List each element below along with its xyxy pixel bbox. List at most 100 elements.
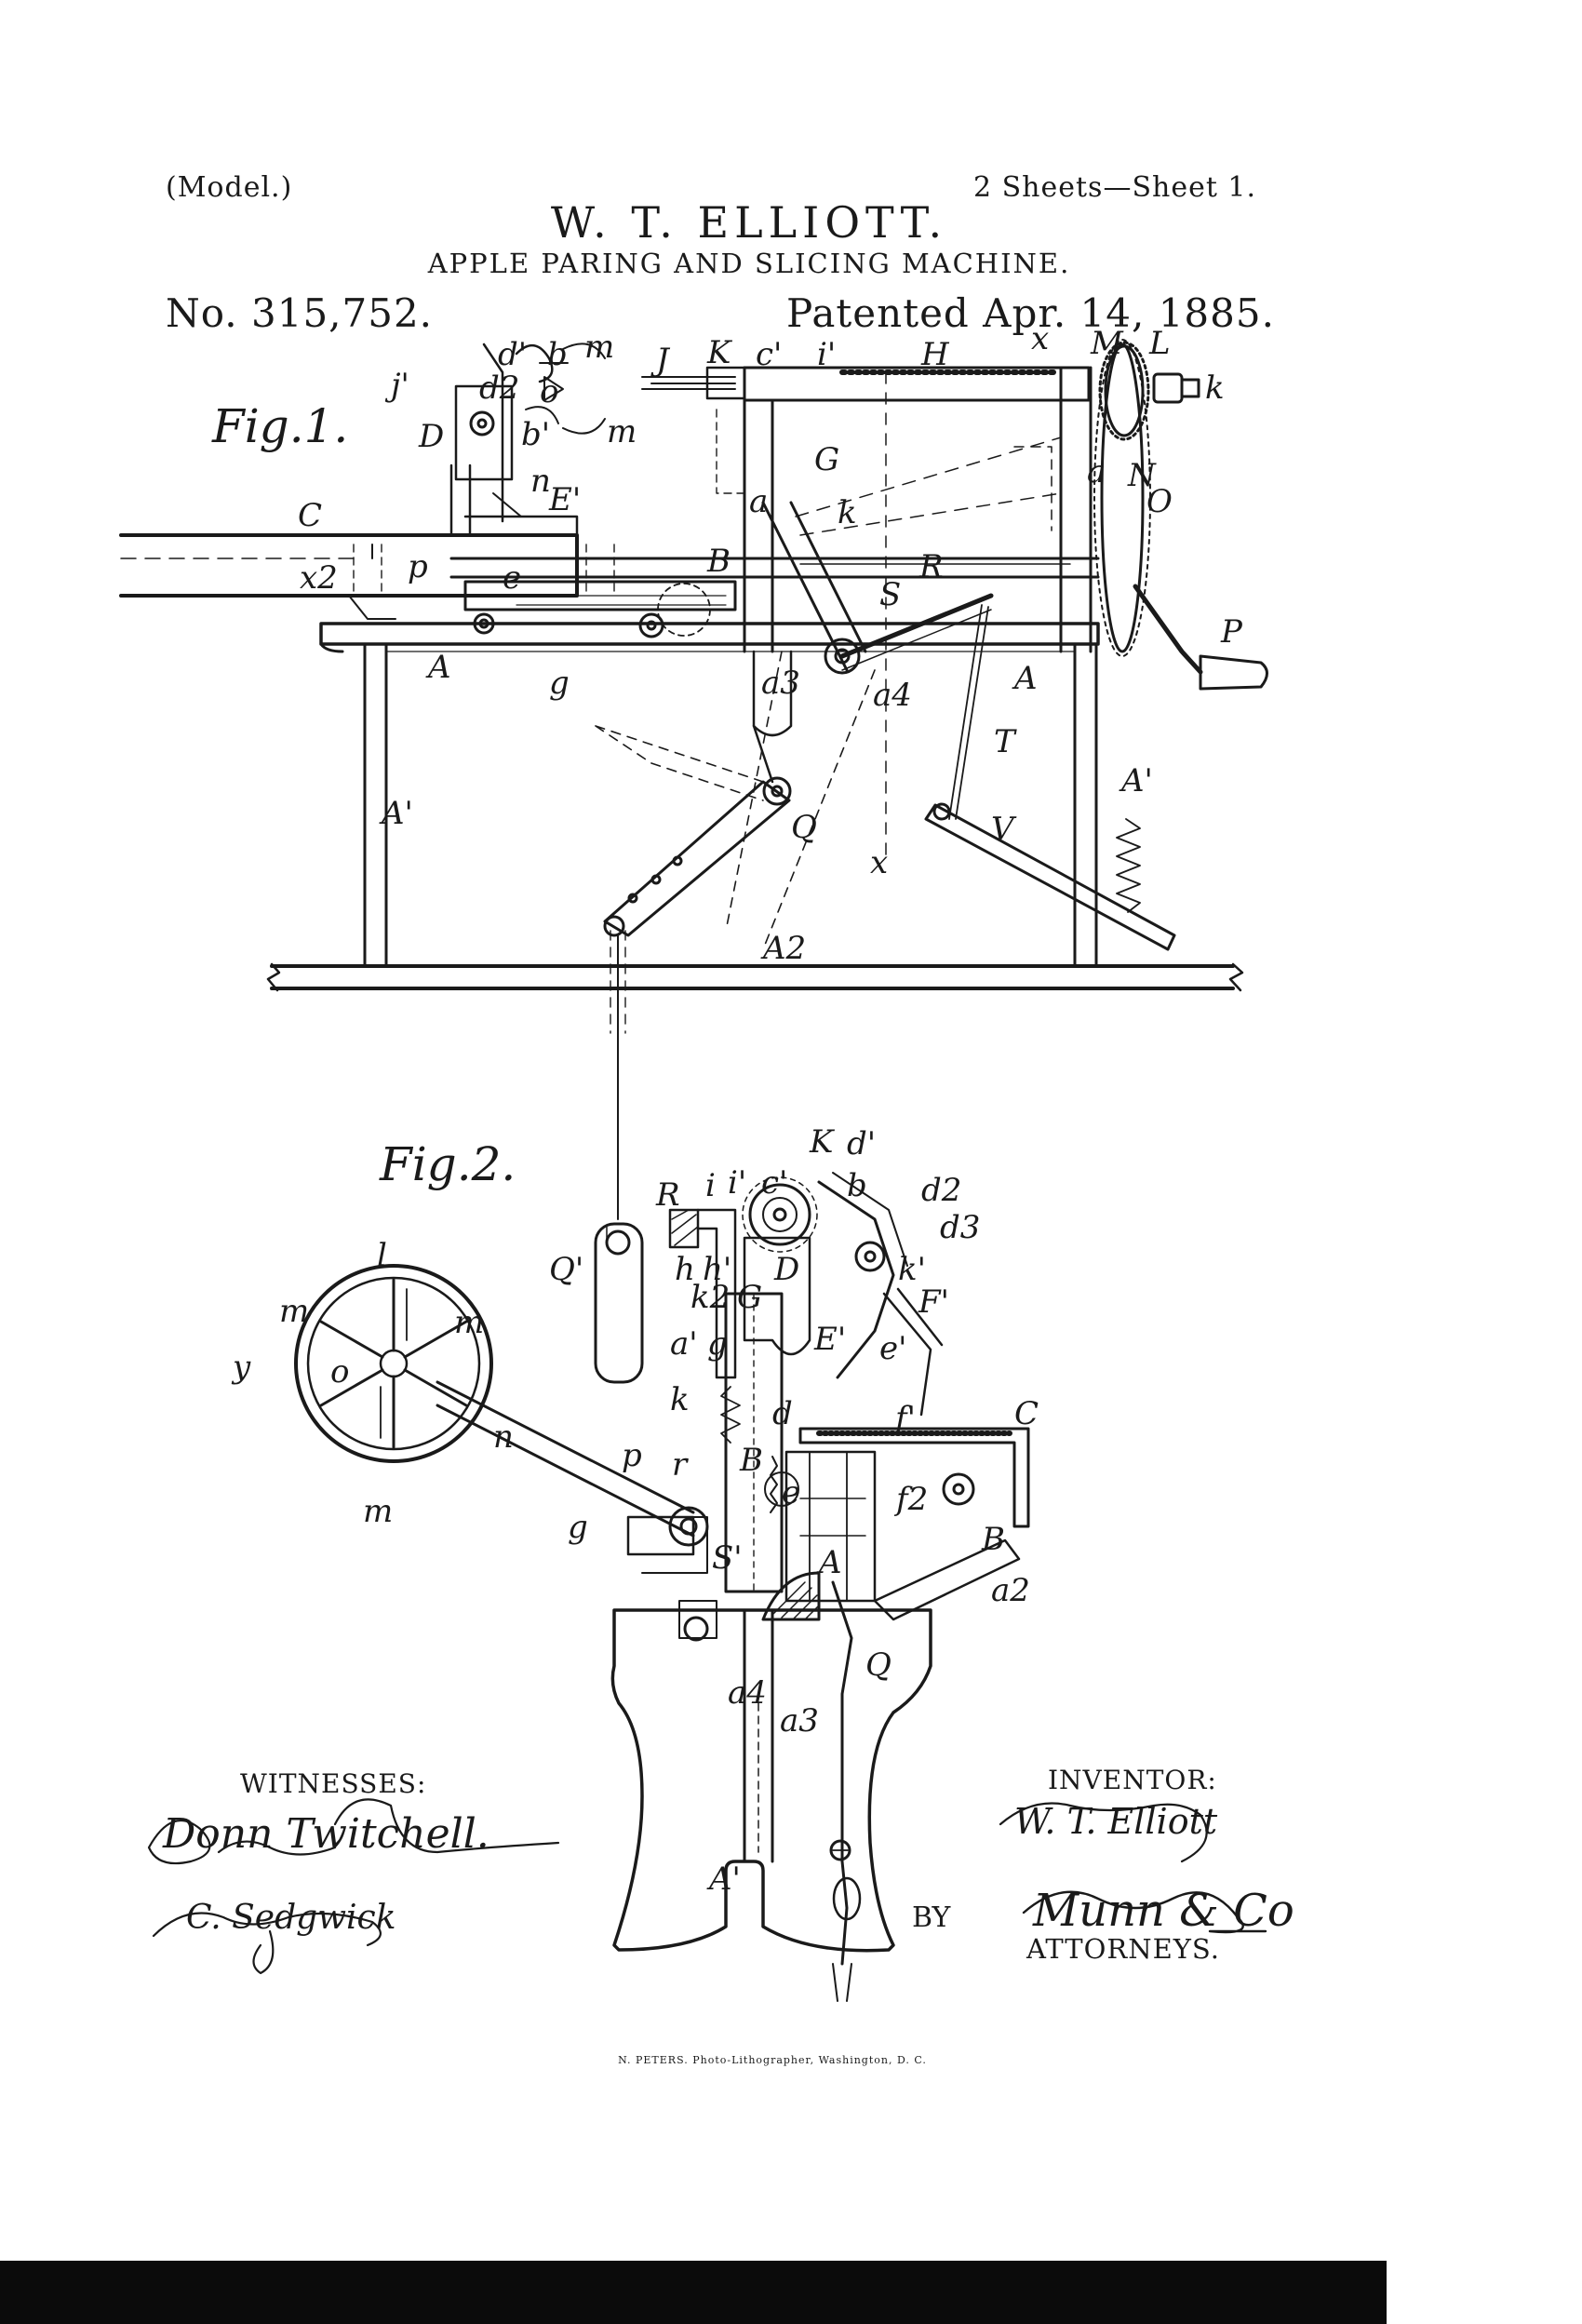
reference-letter: a4 (873, 677, 912, 714)
reference-letter: A2 (760, 930, 806, 967)
reference-letter: B (981, 1521, 1005, 1558)
reference-letter: e (503, 559, 521, 597)
fig1-label: Fig.1. (211, 399, 348, 453)
reference-letter: Q' (549, 1251, 583, 1288)
fig2-label: Fig.2. (379, 1137, 516, 1191)
reference-letter: k (670, 1381, 690, 1418)
witness-1-name: Donn Twitchell. (163, 1810, 489, 1858)
reference-letter: a3 (780, 1702, 819, 1740)
reference-letter: h' (703, 1251, 731, 1288)
reference-letter: f' (892, 1400, 916, 1437)
reference-letter: H (920, 336, 950, 373)
reference-letter: e (782, 1474, 800, 1511)
reference-letter: C (1014, 1395, 1039, 1432)
reference-letter: K (809, 1123, 836, 1161)
reference-letter: d' (498, 336, 527, 373)
patent-number: No. 315,752. (166, 290, 434, 336)
model-label: (Model.) (166, 171, 293, 204)
reference-letter: n (493, 1418, 514, 1456)
reference-letter: O (1146, 483, 1173, 520)
reference-letter: c' (761, 1164, 787, 1202)
reference-letter: i' (728, 1164, 746, 1202)
reference-letter: Q (865, 1646, 892, 1684)
attorney-signature-stroke (1022, 1890, 1267, 1934)
witness-2-name: C. Sedgwick (186, 1899, 396, 1937)
scan-border-band (0, 2261, 1387, 2324)
reference-letter: A' (1119, 762, 1153, 799)
reference-letter: k2 (690, 1279, 730, 1316)
reference-letter: V (991, 811, 1017, 848)
reference-letter: B (706, 543, 731, 580)
reference-letter: c' (756, 336, 782, 373)
reference-letter: b (847, 1167, 867, 1204)
reference-letter: m (363, 1493, 393, 1530)
reference-letter: Q (791, 809, 817, 846)
reference-letter: a' (670, 1325, 698, 1363)
reference-letter: R (918, 548, 944, 585)
reference-letter: d (772, 1395, 793, 1432)
reference-letter: y (231, 1349, 251, 1386)
inventor-signature: W. T. Elliott (1014, 1801, 1218, 1842)
reference-letter: h (675, 1251, 695, 1288)
reference-letter: S (879, 576, 901, 613)
reference-letter: k (1205, 369, 1225, 407)
reference-letter: d' (847, 1125, 876, 1162)
reference-letter: F' (918, 1283, 949, 1321)
reference-letter: m (454, 1304, 484, 1341)
patent-date: Patented Apr. 14, 1885. (786, 290, 1275, 336)
reference-letter: x (870, 844, 888, 881)
reference-letter: A (425, 649, 451, 686)
reference-letter: b (547, 336, 568, 373)
reference-letter: k' (898, 1251, 926, 1288)
reference-letter: a (1087, 453, 1106, 490)
reference-letter: D (773, 1251, 799, 1288)
reference-letter: p (408, 548, 428, 585)
reference-letter: m (607, 413, 637, 450)
reference-letter: o (330, 1353, 349, 1390)
reference-letter: d3 (940, 1209, 980, 1246)
reference-letter: e' (879, 1330, 906, 1367)
fig1-drawing (119, 339, 1268, 1220)
reference-letter: d2 (479, 369, 519, 407)
witness-signature-1 (147, 1798, 560, 1865)
reference-letter: p (622, 1437, 642, 1474)
reference-letter: d2 (921, 1172, 961, 1209)
reference-letter: x2 (300, 559, 338, 597)
reference-letter: E' (548, 481, 581, 518)
reference-letter: C (298, 497, 322, 534)
reference-letter: A (816, 1544, 842, 1581)
reference-letter: E' (813, 1321, 846, 1358)
reference-letter: n (530, 463, 551, 500)
reference-letter: m (584, 329, 614, 366)
by-label: BY (912, 1901, 951, 1934)
reference-letter: g (549, 665, 570, 702)
reference-letter: S' (712, 1539, 743, 1577)
reference-letter: D (418, 418, 444, 455)
reference-letter: A' (706, 1861, 741, 1898)
reference-letter: G (814, 441, 839, 478)
inventor-label: INVENTOR: (1048, 1765, 1217, 1795)
reference-letter: k (838, 494, 857, 531)
invention-title: APPLE PARING AND SLICING MACHINE. (427, 248, 1071, 279)
reference-letter: f2 (893, 1481, 928, 1518)
reference-letter: o (540, 373, 558, 410)
reference-letter: i' (817, 336, 836, 373)
reference-letter: a' (749, 483, 777, 520)
fig2-drawing (294, 1172, 1030, 2002)
reference-letter: A (1012, 660, 1038, 697)
attorney-signature: Munn & Co (1033, 1885, 1294, 1937)
reference-letter: b' (521, 416, 550, 453)
reference-letter: l (377, 1237, 387, 1274)
engraver-credit: N. PETERS. Photo-Lithographer, Washingto… (618, 2054, 927, 2066)
reference-letter: G (737, 1279, 762, 1316)
reference-letter: g (568, 1509, 588, 1546)
reference-letter: J (650, 342, 671, 379)
sheet-count: 2 Sheets—Sheet 1. (973, 171, 1257, 204)
witnesses-label: WITNESSES: (240, 1768, 427, 1799)
reference-letter: B (739, 1442, 763, 1479)
reference-letter: L (1148, 325, 1171, 362)
